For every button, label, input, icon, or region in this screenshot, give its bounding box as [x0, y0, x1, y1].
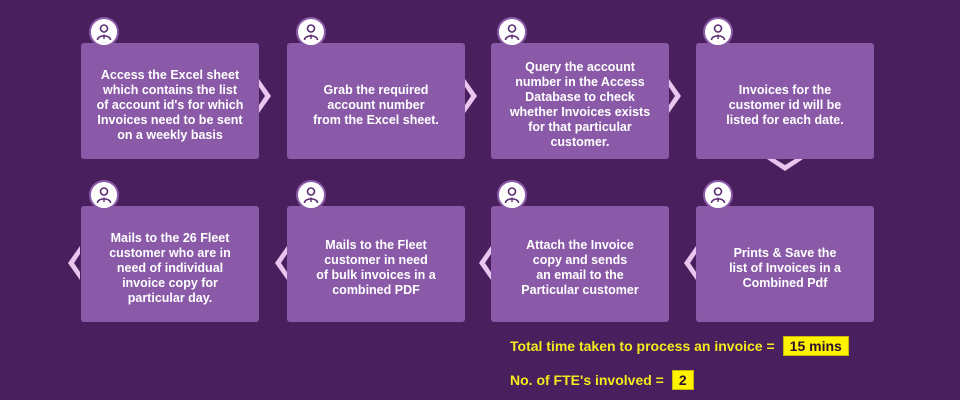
fte-value: 2 [671, 370, 694, 390]
chevron-left-icon [479, 246, 491, 280]
fte-label: No. of FTE's involved = [510, 372, 664, 388]
total-time-label: Total time taken to process an invoice = [510, 338, 775, 354]
step-box-4: Invoices for the customer id will be lis… [696, 43, 874, 159]
step-text: Invoices for the customer id will be lis… [726, 82, 844, 127]
step-box-5: Prints & Save the list of Invoices in a … [696, 206, 874, 322]
step-box-6: Attach the Invoice copy and sends an ema… [491, 206, 669, 322]
step-text: Query the account number in the Access D… [509, 60, 651, 149]
chevron-left-icon [275, 246, 287, 280]
total-time-value: 15 mins [782, 336, 849, 356]
person-icon [89, 180, 119, 210]
person-icon [296, 17, 326, 47]
step-box-7: Mails to the Fleet customer in need of b… [287, 206, 465, 322]
chevron-right-icon [259, 79, 271, 113]
chevron-left-icon [68, 246, 80, 280]
total-time-summary: Total time taken to process an invoice =… [510, 336, 849, 356]
fte-summary: No. of FTE's involved = 2 [510, 370, 694, 390]
step-box-1: Access the Excel sheet which contains th… [81, 43, 259, 159]
step-text: Grab the required account number from th… [313, 82, 439, 127]
step-box-2: Grab the required account number from th… [287, 43, 465, 159]
chevron-right-icon [669, 79, 681, 113]
step-text: Access the Excel sheet which contains th… [96, 67, 244, 142]
chevron-down-icon [767, 159, 803, 171]
person-icon [89, 17, 119, 47]
person-icon [497, 180, 527, 210]
step-text: Prints & Save the list of Invoices in a … [729, 245, 841, 290]
person-icon [497, 17, 527, 47]
step-text: Mails to the Fleet customer in need of b… [316, 238, 436, 297]
step-box-3: Query the account number in the Access D… [491, 43, 669, 159]
person-icon [296, 180, 326, 210]
person-icon [703, 180, 733, 210]
step-text: Mails to the 26 Fleet customer who are i… [109, 230, 231, 305]
person-icon [703, 17, 733, 47]
chevron-left-icon [684, 246, 696, 280]
chevron-right-icon [465, 79, 477, 113]
step-text: Attach the Invoice copy and sends an ema… [521, 238, 639, 297]
step-box-8: Mails to the 26 Fleet customer who are i… [81, 206, 259, 322]
